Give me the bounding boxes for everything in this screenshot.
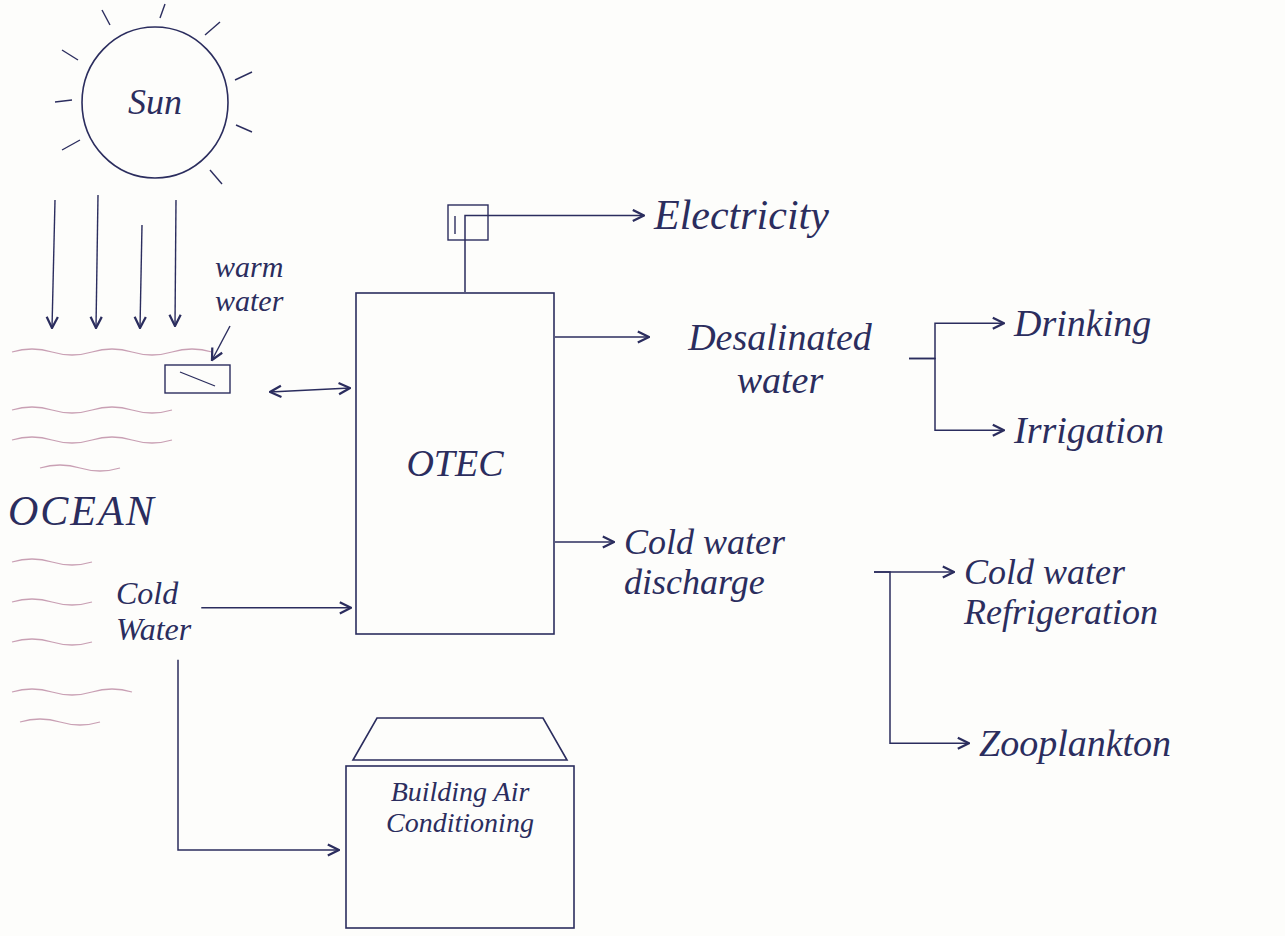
region-label: OCEAN [8, 488, 156, 535]
wave [20, 719, 100, 725]
wave [40, 465, 120, 471]
flow-arrow [555, 541, 614, 543]
warm-water-flow [270, 388, 350, 392]
sunlight-arrow [96, 195, 98, 328]
outline-strokes [356, 293, 554, 634]
node-text: Drinking [1014, 302, 1151, 345]
node-text: Zooplankton [979, 722, 1171, 765]
outline-strokes [346, 718, 574, 928]
node-text: Electricity [654, 192, 829, 239]
sunlight-arrow [52, 200, 55, 328]
sun-outline [82, 27, 228, 178]
wave [12, 599, 92, 605]
ocean-waves [12, 349, 212, 725]
building-outline [346, 766, 574, 928]
connectors [178, 216, 1004, 850]
building-box: Building Air Conditioning [345, 710, 575, 930]
output-label: Electricity [650, 188, 833, 243]
use-label: Zooplankton [975, 718, 1175, 769]
wave [12, 407, 172, 413]
output-label: Desalinated water [655, 312, 905, 405]
sun-ray [55, 100, 72, 102]
box-outline [356, 293, 554, 634]
sunlight-arrows [52, 195, 176, 328]
node-text: Sun [128, 82, 182, 122]
sun-ray [102, 10, 110, 25]
sunlight-arrow [140, 225, 142, 328]
flow-arrow [465, 216, 644, 292]
node-text: Cold water discharge [624, 522, 866, 603]
node-text: OTEC [406, 442, 503, 485]
generator-symbol [448, 205, 488, 240]
generator [448, 205, 488, 240]
node-text: Desalinated water [659, 316, 901, 401]
flow-arrow [178, 660, 339, 850]
wave [12, 689, 132, 695]
flow-arrow [909, 359, 1004, 431]
output-label: Cold water discharge [620, 518, 870, 607]
node-text: Cold water Refrigeration [964, 552, 1256, 633]
sun-ray [235, 72, 252, 80]
water-intake-mark [180, 372, 215, 386]
node-text: Irrigation [1014, 409, 1164, 452]
node-text: Building Air Conditioning [349, 776, 571, 839]
flow-label: warm water [215, 250, 283, 317]
flow-arrow [201, 607, 351, 609]
water-intake [165, 365, 230, 393]
sun-ray [160, 4, 165, 18]
sun-ray [62, 50, 78, 60]
flow-arrow [909, 323, 1004, 358]
otec-plant-box: OTEC [355, 292, 555, 635]
sun-ray [210, 170, 222, 184]
node-text: Cold Water [116, 576, 191, 648]
flow-arrow [555, 336, 649, 338]
sun-rays [55, 4, 252, 184]
generator-mark [454, 216, 455, 234]
sun-ray [236, 125, 252, 132]
wave [12, 349, 212, 355]
sun-ray [205, 22, 220, 35]
wave [12, 437, 172, 443]
input-label: Cold Water [112, 572, 195, 652]
use-label: Drinking [1010, 298, 1155, 349]
sunlight-arrow [175, 200, 176, 326]
sun-circle: Sun [80, 25, 230, 180]
wave [12, 559, 92, 565]
sun-ray [62, 140, 80, 150]
leader-arrow [212, 326, 230, 360]
outline-strokes [82, 27, 228, 178]
wave [12, 639, 92, 645]
use-label: Irrigation [1010, 405, 1168, 456]
roof-outline [353, 718, 567, 760]
flow-arrow [874, 572, 969, 743]
use-label: Cold water Refrigeration [960, 548, 1260, 637]
